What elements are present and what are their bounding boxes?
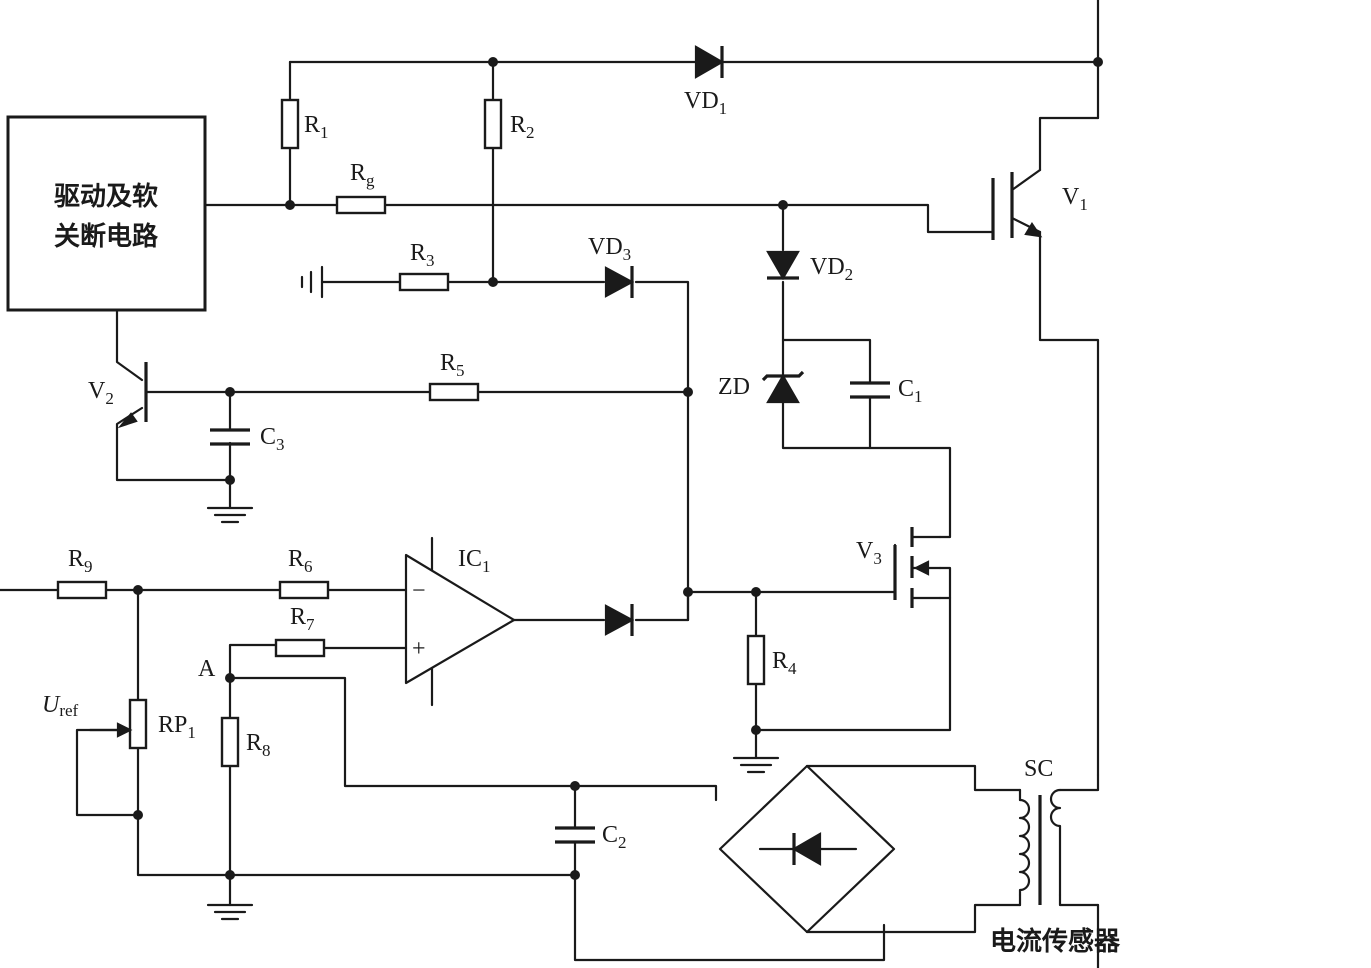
capacitor-c2 <box>555 826 595 844</box>
label-r8: R8 <box>246 730 271 760</box>
label-sc: SC <box>1024 756 1053 782</box>
potentiometer-rp1 <box>128 698 148 750</box>
label-r3: R3 <box>410 240 435 270</box>
label-v3: V3 <box>856 538 882 568</box>
resistor-r4 <box>746 634 766 686</box>
resistor-r7 <box>274 638 326 658</box>
grounds <box>206 265 780 921</box>
driver-block-line1: 驱动及软 <box>54 182 158 212</box>
resistor-r2 <box>483 98 503 150</box>
label-r5: R5 <box>440 350 465 380</box>
ground-r3 <box>300 265 324 299</box>
label-ic1: IC1 <box>458 546 491 576</box>
ground-c3 <box>206 506 254 524</box>
diodes <box>604 45 896 934</box>
diode-vd3 <box>604 266 635 298</box>
capacitor-c3 <box>210 428 250 446</box>
label-rp1: RP1 <box>158 712 196 742</box>
driver-block-line2: 关断电路 <box>54 221 159 252</box>
diode-vd1 <box>694 45 725 79</box>
label-zd: ZD <box>718 374 750 400</box>
ground-r4 <box>732 756 780 774</box>
resistor-r1 <box>280 98 300 150</box>
ic1-plus: + <box>412 636 426 662</box>
resistors <box>56 98 766 768</box>
mosfet-v3 <box>893 527 942 608</box>
label-vd1: VD1 <box>684 88 727 118</box>
ic1-minus: − <box>412 578 426 604</box>
diode-ic1-output <box>604 604 635 636</box>
label-r4: R4 <box>772 648 797 678</box>
resistor-rg <box>335 195 387 215</box>
label-uref: Uref <box>42 692 79 720</box>
label-vd2: VD2 <box>810 254 853 284</box>
junctions <box>133 57 1103 880</box>
label-v2: V2 <box>88 378 114 408</box>
label-vd3: VD3 <box>588 234 631 264</box>
label-current-sensor: 电流传感器 <box>990 927 1121 957</box>
igbt-v1 <box>991 168 1043 240</box>
label-r6: R6 <box>288 546 313 576</box>
current-transformer-sc <box>1018 788 1062 905</box>
capacitor-c1 <box>850 381 890 399</box>
driver-soft-shutdown-block: 驱动及软 关断电路 <box>6 115 207 312</box>
zener-zd <box>761 370 805 404</box>
label-r7: R7 <box>290 604 315 634</box>
resistor-r6 <box>278 580 330 600</box>
label-rg: Rg <box>350 160 375 190</box>
label-v1: V1 <box>1062 184 1088 214</box>
transistor-v2 <box>117 362 148 429</box>
rp1-wiper-arrow <box>116 722 133 738</box>
bridge-rectifier <box>718 764 896 934</box>
label-r9: R9 <box>68 546 93 576</box>
diode-vd2 <box>766 250 800 281</box>
resistor-r3 <box>398 272 450 292</box>
resistor-r5 <box>428 382 480 402</box>
ground-r8 <box>206 903 254 921</box>
wires <box>0 0 1100 968</box>
label-c1: C1 <box>898 376 923 406</box>
opamp-ic1: − + <box>404 536 516 707</box>
label-c3: C3 <box>260 424 285 454</box>
label-node-a: A <box>198 656 216 682</box>
capacitors <box>210 381 890 844</box>
label-r2: R2 <box>510 112 535 142</box>
resistor-r9 <box>56 580 108 600</box>
label-c2: C2 <box>602 822 627 852</box>
label-r1: R1 <box>304 112 329 142</box>
resistor-r8 <box>220 716 240 768</box>
component-labels: R1 R2 Rg R3 R5 R9 R6 R7 R8 R4 RP1 VD1 VD… <box>42 88 1121 957</box>
